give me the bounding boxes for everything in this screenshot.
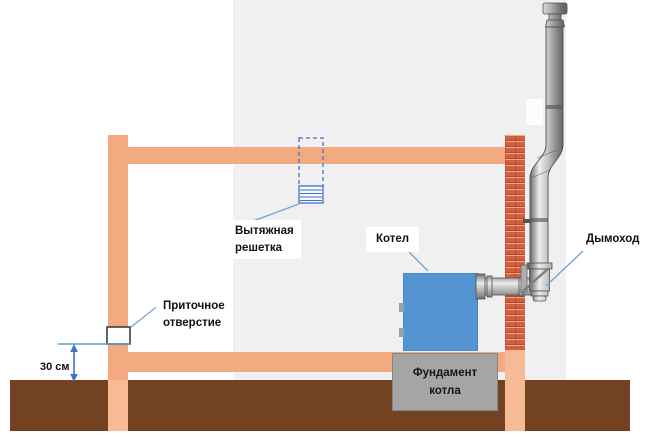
exhaust-grille-label-line1: Вытяжная (235, 225, 294, 237)
ground (10, 380, 630, 431)
supply-opening-label-line2: отверстие (163, 316, 222, 329)
ceiling-beam (128, 147, 505, 164)
boiler (403, 273, 478, 351)
exhaust-grille-label: Вытяжная решетка (228, 220, 301, 259)
brick-wall (505, 135, 525, 350)
leader-supply-opening (130, 304, 160, 328)
exhaust-grille-label-line2: решетка (235, 241, 283, 254)
boiler-label-text: Котел (376, 233, 410, 245)
chimney-label-text: Дымоход (586, 233, 640, 245)
background-patch (526, 99, 543, 125)
foundation-label-line2: котла (429, 385, 461, 397)
left-wall-post (108, 135, 128, 431)
right-wall-post-underground (505, 348, 525, 431)
foundation-label-line1: Фундамент (412, 367, 478, 379)
supply-opening-label: Приточное отверстие (156, 295, 232, 334)
boiler-foundation: Фундамент котла (392, 353, 498, 411)
left-wall-post-underground (108, 380, 128, 431)
boiler-label: Котел (366, 227, 420, 252)
chimney-label: Дымоход (583, 229, 643, 250)
boiler-bracket-top (399, 303, 404, 312)
clearance-label-text: 30 см (40, 361, 70, 373)
boiler-bracket-bottom (399, 328, 404, 337)
clearance-label: 30 см (33, 356, 77, 379)
supply-opening-label-line1: Приточное (163, 300, 225, 312)
